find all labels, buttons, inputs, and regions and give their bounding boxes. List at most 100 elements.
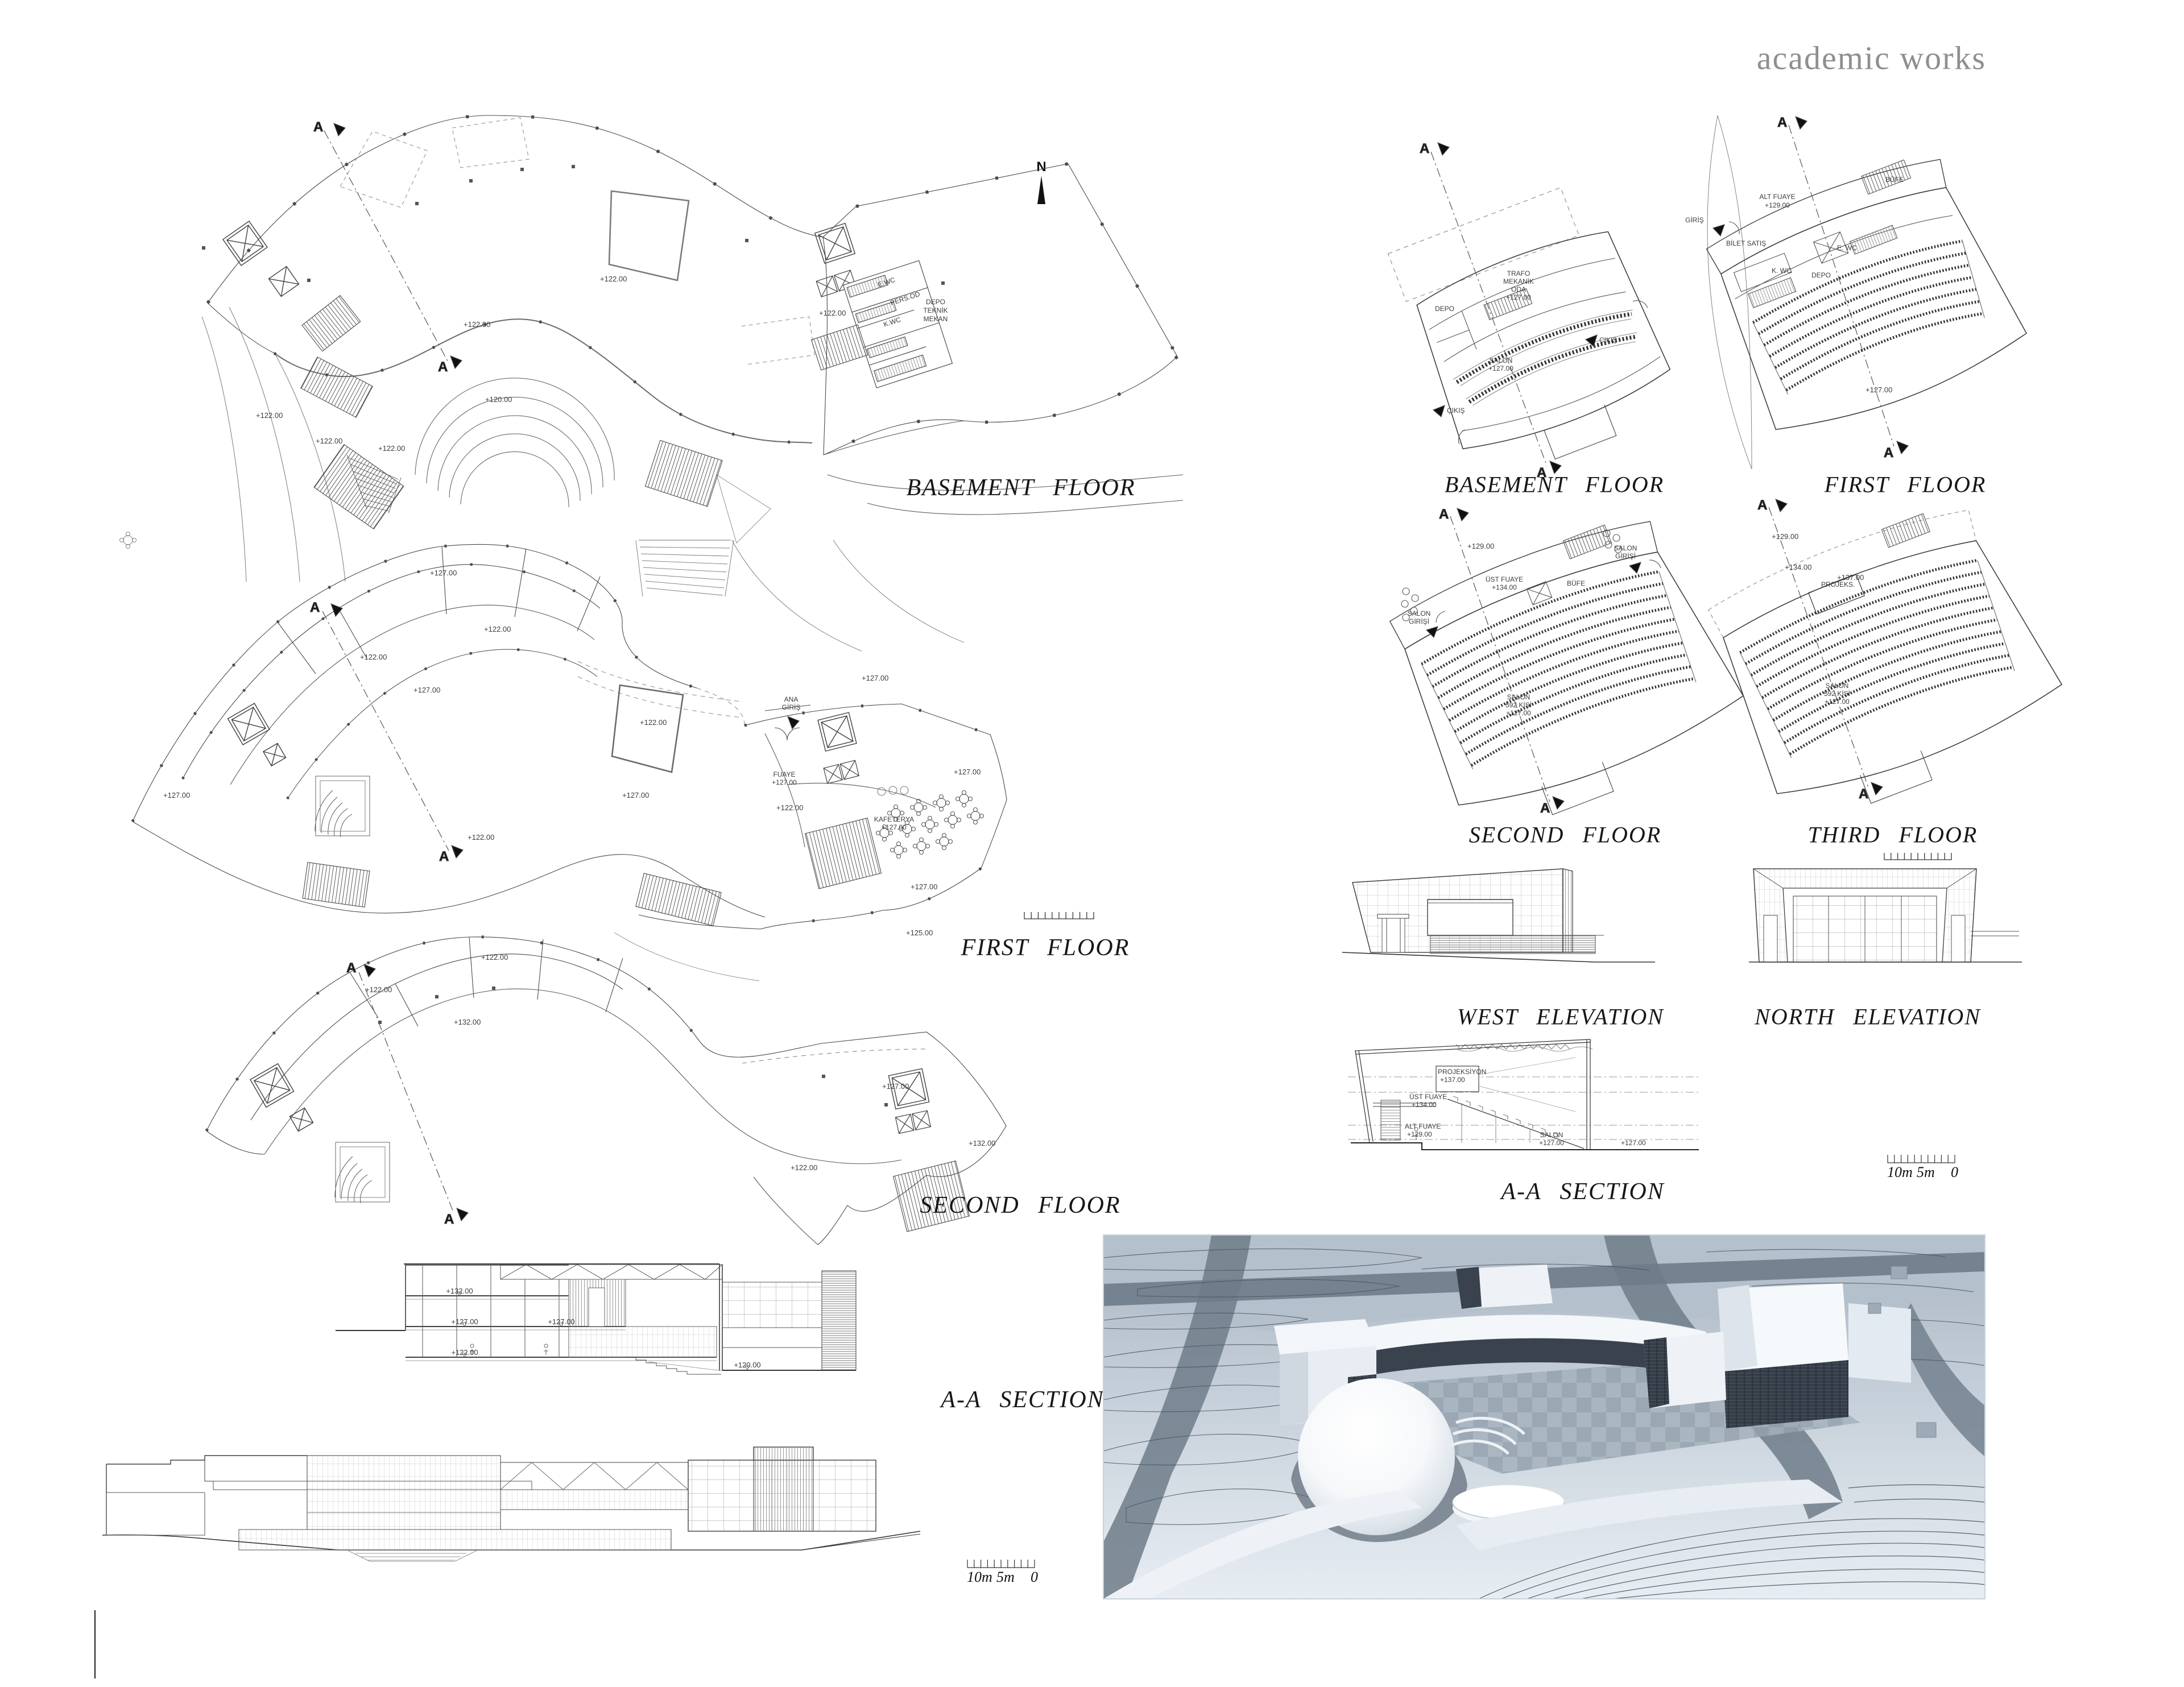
svg-text:+127.00: +127.00 — [954, 768, 981, 776]
scalebar-first-floor — [1024, 912, 1094, 919]
svg-text:+137.00: +137.00 — [1440, 1076, 1465, 1084]
svg-text:PROJEKS.: PROJEKS. — [1821, 581, 1855, 588]
svg-text:+137.00: +137.00 — [1837, 573, 1864, 582]
svg-text:+129.00: +129.00 — [1772, 532, 1798, 541]
svg-text:10m: 10m — [967, 1569, 992, 1585]
svg-text:BİLET SATIŞ: BİLET SATIŞ — [1726, 239, 1766, 247]
svg-text:DEPO: DEPO — [1811, 271, 1831, 279]
plan-basement-large: A A +122.00 +122.00 +120.00 +122.00 +122… — [201, 114, 1184, 582]
svg-text:A: A — [1420, 141, 1429, 156]
svg-text:+122.00: +122.00 — [484, 625, 511, 633]
svg-text:592 KİŞİ: 592 KİŞİ — [1505, 701, 1532, 709]
svg-text:ODA: ODA — [1511, 285, 1526, 293]
svg-text:+122.00: +122.00 — [360, 653, 387, 661]
svg-text:FUAYE: FUAYE — [773, 770, 795, 778]
svg-text:+127.00: +127.00 — [862, 674, 888, 682]
svg-text:+127.00: +127.00 — [772, 778, 797, 786]
plan-basement-small: A A TRAFO MEKANİK ODA +127.00 DEPO SALON… — [1387, 140, 1671, 481]
svg-text:K. WC: K. WC — [1772, 267, 1792, 275]
title-second-floor-small: SECOND FLOOR — [1469, 822, 1662, 848]
svg-text:+122.00: +122.00 — [365, 985, 392, 994]
svg-text:ÇIKIŞ: ÇIKIŞ — [1599, 336, 1617, 344]
svg-text:+127.00: +127.00 — [1488, 364, 1513, 372]
svg-text:+127.00: +127.00 — [1506, 709, 1531, 717]
render-3d — [1103, 1234, 1986, 1599]
svg-text:+129.00: +129.00 — [1765, 201, 1790, 209]
svg-text:+120.00: +120.00 — [485, 395, 512, 404]
svg-text:+122.00: +122.00 — [481, 953, 508, 961]
svg-text:+127.00: +127.00 — [1621, 1139, 1646, 1147]
svg-text:BÜFE: BÜFE — [1567, 579, 1585, 587]
svg-text:ALT FUAYE: ALT FUAYE — [1405, 1122, 1441, 1130]
svg-text:A: A — [1540, 801, 1550, 816]
title-basement-floor-small: BASEMENT FLOOR — [1444, 471, 1665, 498]
plan-third-small: A A +129.00 +134.00 +137.00 PROJEKS. SAL… — [1708, 497, 2063, 804]
trim-mark — [94, 1610, 96, 1678]
svg-text:+127.00: +127.00 — [163, 791, 190, 799]
svg-text:GİRİŞ: GİRİŞ — [782, 703, 801, 711]
svg-text:TRAFO: TRAFO — [1507, 270, 1531, 277]
svg-text:A: A — [1884, 445, 1893, 461]
svg-text:SALON: SALON — [1408, 610, 1431, 617]
svg-text:+122.00: +122.00 — [451, 1348, 478, 1357]
svg-text:+127.00: +127.00 — [548, 1317, 574, 1326]
svg-text:+122.00: +122.00 — [791, 1163, 817, 1172]
svg-text:0: 0 — [1951, 1164, 1958, 1180]
scalebar-long-elevation: 10m 5m 0 — [967, 1560, 1038, 1585]
title-first-floor-large: FIRST FLOOR — [961, 935, 1130, 961]
svg-text:A: A — [346, 960, 356, 976]
svg-text:N: N — [1036, 159, 1046, 175]
svg-text:+122.00: +122.00 — [316, 437, 342, 445]
svg-text:592 KİŞİ: 592 KİŞİ — [1824, 690, 1850, 698]
svg-text:+127.00: +127.00 — [430, 569, 457, 577]
elevation-north — [1749, 868, 2022, 963]
svg-text:E. WC: E. WC — [1837, 244, 1857, 252]
north-arrow-icon: N — [1036, 159, 1046, 204]
svg-text:SALON: SALON — [1540, 1131, 1563, 1139]
title-second-floor-large: SECOND FLOOR — [920, 1192, 1121, 1218]
svg-text:A: A — [313, 119, 323, 135]
elevation-west — [1342, 868, 1655, 963]
svg-text:+127.00: +127.00 — [1539, 1139, 1564, 1147]
svg-text:+134.00: +134.00 — [1492, 583, 1517, 591]
svg-text:SALON: SALON — [1507, 693, 1531, 701]
svg-text:+127.00: +127.00 — [882, 823, 907, 831]
svg-text:A: A — [1439, 507, 1449, 522]
svg-text:+127.00: +127.00 — [882, 1082, 909, 1091]
svg-text:10m: 10m — [1887, 1164, 1913, 1180]
cafe-tables — [119, 532, 136, 549]
svg-text:+127.00: +127.00 — [622, 791, 649, 799]
scalebar-section: 10m 5m 0 — [1887, 1155, 1958, 1180]
svg-text:GİRİŞİ: GİRİŞİ — [1615, 552, 1636, 560]
svg-text:PROJEKSİYON: PROJEKSİYON — [1438, 1068, 1486, 1076]
svg-text:+127.00: +127.00 — [1825, 698, 1850, 706]
svg-text:+122.00: +122.00 — [464, 320, 490, 329]
svg-text:A: A — [444, 1212, 454, 1227]
title-west-elevation: WEST ELEVATION — [1457, 1004, 1664, 1030]
svg-text:A: A — [1777, 115, 1787, 130]
svg-text:+127.00: +127.00 — [911, 882, 937, 891]
svg-text:5m: 5m — [1917, 1164, 1935, 1180]
svg-text:A: A — [310, 600, 320, 615]
svg-text:+129.00: +129.00 — [1467, 542, 1494, 550]
svg-text:+127.00: +127.00 — [413, 686, 440, 694]
svg-text:ANA: ANA — [784, 695, 799, 703]
svg-text:DEPO: DEPO — [926, 298, 945, 306]
svg-text:+127.00: +127.00 — [1866, 386, 1892, 394]
title-north-elevation: NORTH ELEVATION — [1755, 1004, 1981, 1030]
title-first-floor-small: FIRST FLOOR — [1824, 471, 1987, 498]
svg-text:0: 0 — [1031, 1569, 1038, 1585]
svg-text:+127.00: +127.00 — [1506, 293, 1531, 301]
svg-text:+132.00: +132.00 — [446, 1287, 473, 1295]
svg-text:+122.00: +122.00 — [378, 444, 405, 453]
title-section-aa-small: A-A SECTION — [1501, 1179, 1665, 1205]
svg-text:KAFETERYA: KAFETERYA — [874, 815, 914, 823]
svg-text:+125.00: +125.00 — [906, 929, 933, 937]
svg-text:+122.00: +122.00 — [819, 309, 846, 317]
svg-text:ÜST FUAYE: ÜST FUAYE — [1409, 1093, 1447, 1101]
svg-text:5m: 5m — [996, 1569, 1015, 1585]
svg-text:A: A — [1859, 786, 1868, 802]
svg-text:+122.00: +122.00 — [640, 718, 667, 727]
plan-first-small: A A GİRİŞ ALT FUAYE +129.00 BİLET SATIŞ … — [1685, 114, 2028, 470]
svg-text:BÜFE: BÜFE — [1885, 176, 1904, 184]
